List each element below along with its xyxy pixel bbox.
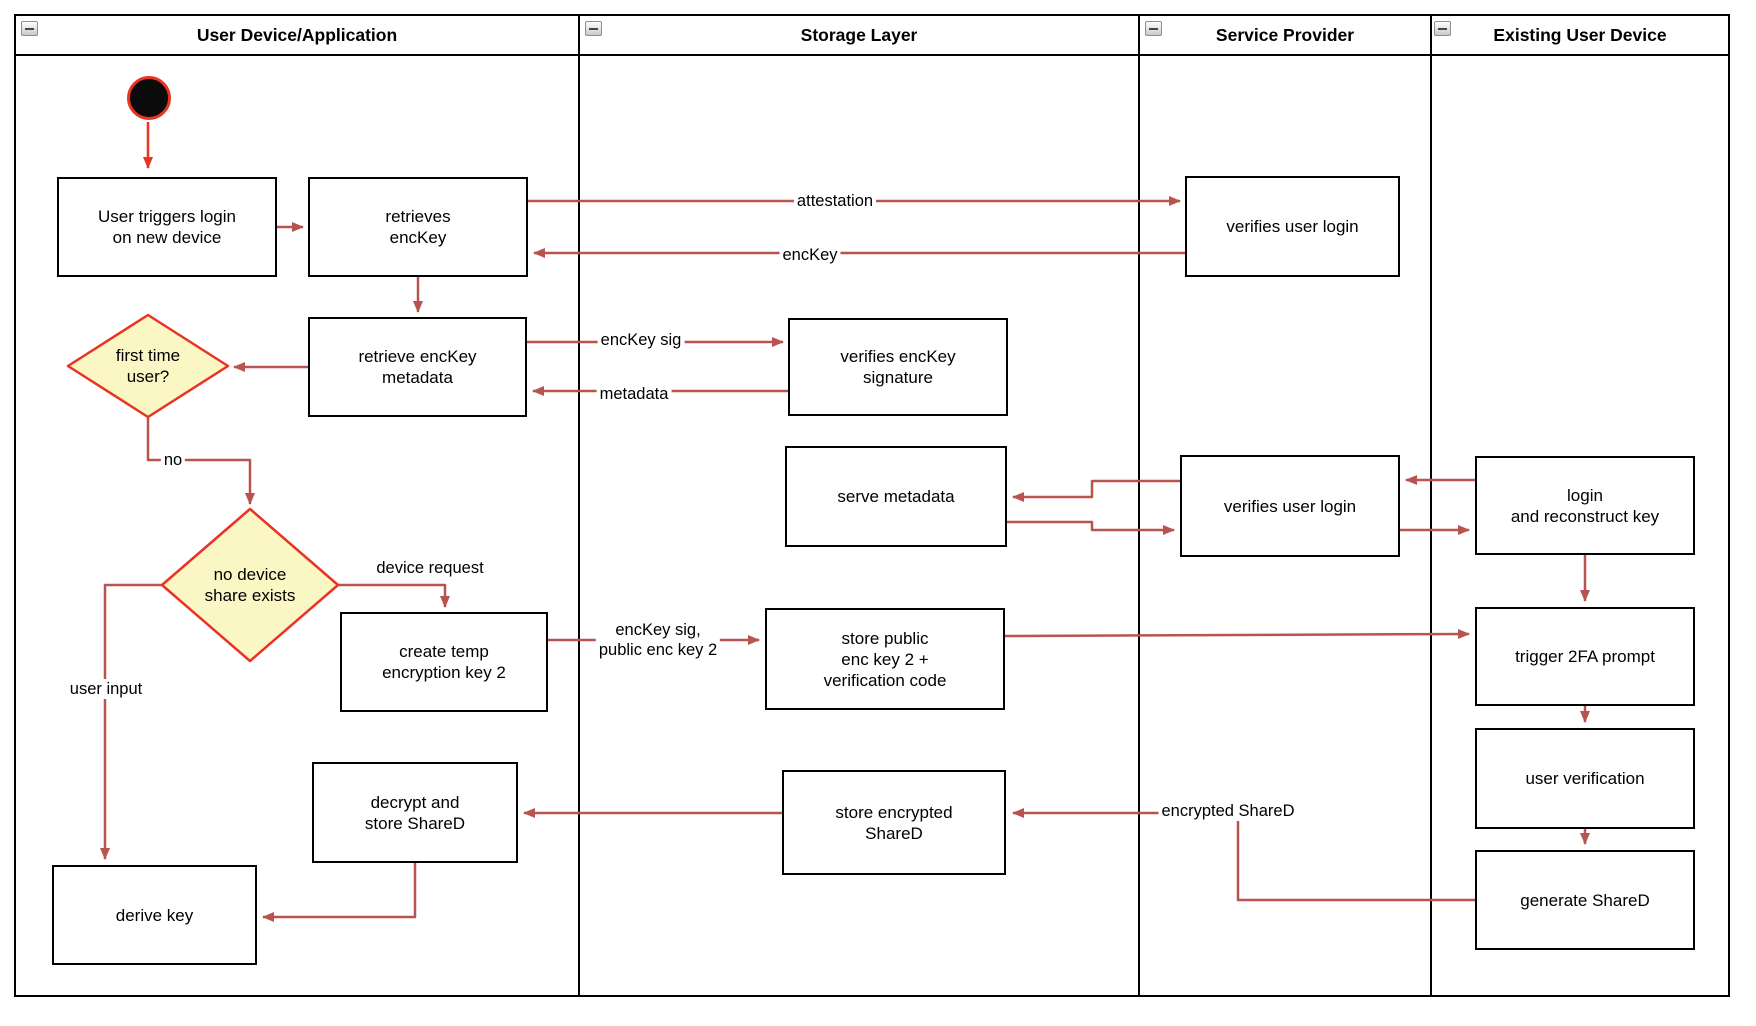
edge-label-no[interactable]: no (160, 450, 186, 470)
edge-label-user-input[interactable]: user input (66, 679, 146, 699)
activity-retrieve-enckey-metadata[interactable]: retrieve encKey metadata (308, 317, 527, 417)
activity-serve-metadata[interactable]: serve metadata (785, 446, 1007, 547)
edge-device-request[interactable] (338, 583, 450, 608)
lane-user-device-application: User Device/Application (16, 16, 580, 995)
activity-retrieves-enckey[interactable]: retrieves encKey (308, 177, 528, 277)
swimlane-pool: User Device/Application Storage Layer Se… (14, 14, 1730, 997)
lane-title: User Device/Application (196, 24, 398, 45)
minus-icon (589, 28, 598, 30)
activity-verifies-enckey-signature[interactable]: verifies encKey signature (788, 318, 1008, 416)
minus-icon (1149, 28, 1158, 30)
edge-store-public-to-trigger-2fa[interactable] (1004, 629, 1470, 640)
lane-header-existing-user-device: Existing User Device (1432, 16, 1728, 56)
activity-login-and-reconstruct-key[interactable]: login and reconstruct key (1475, 456, 1695, 555)
lane-title: Storage Layer (800, 24, 918, 45)
lane-header-user-device-application: User Device/Application (16, 16, 578, 56)
activity-derive-key[interactable]: derive key (52, 865, 257, 965)
edge-encrypted-shared[interactable] (1012, 808, 1475, 902)
decision-no-device-share-shape[interactable] (160, 507, 340, 663)
decision-first-time-user-shape[interactable] (66, 313, 230, 419)
lane-title: Service Provider (1215, 24, 1355, 45)
edge-user-input[interactable] (100, 583, 162, 860)
lane-title: Existing User Device (1493, 24, 1667, 45)
decision-first-time-user-label[interactable]: first time user? (115, 346, 181, 386)
activity-trigger-2fa-prompt[interactable]: trigger 2FA prompt (1475, 607, 1695, 706)
activity-decrypt-and-store-shared[interactable]: decrypt and store ShareD (312, 762, 518, 863)
edge-label-encrypted-shared[interactable]: encrypted ShareD (1158, 801, 1298, 821)
decision-no-device-share-label[interactable]: no device share exists (204, 565, 296, 605)
lane-header-storage-layer: Storage Layer (580, 16, 1138, 56)
lane-service-provider: Service Provider (1140, 16, 1432, 995)
edge-label-enckey-sig[interactable]: encKey sig (597, 330, 685, 350)
collapse-lane-icon[interactable] (1434, 21, 1451, 36)
activity-generate-shared[interactable]: generate ShareD (1475, 850, 1695, 950)
edge-no-branch[interactable] (146, 417, 255, 505)
minus-icon (1438, 28, 1447, 30)
collapse-lane-icon[interactable] (585, 21, 602, 36)
edge-serve-metadata-to-verifies-login[interactable] (1007, 520, 1175, 535)
edge-decrypt-to-derive-key[interactable] (262, 863, 417, 922)
edge-label-enckey[interactable]: encKey (779, 245, 841, 265)
activity-create-temp-encryption-key-2[interactable]: create temp encryption key 2 (340, 612, 548, 712)
lane-storage-layer: Storage Layer (580, 16, 1140, 995)
edge-label-device-request[interactable]: device request (376, 559, 484, 577)
activity-verifies-user-login-2[interactable]: verifies user login (1180, 455, 1400, 557)
edge-label-enckey-sig-public-enc-key-2[interactable]: encKey sig, public enc key 2 (595, 620, 721, 660)
edge-label-attestation[interactable]: attestation (793, 191, 877, 211)
edge-label-metadata[interactable]: metadata (596, 384, 672, 404)
activity-verifies-user-login-1[interactable]: verifies user login (1185, 176, 1400, 277)
start-node[interactable] (127, 76, 171, 120)
activity-user-triggers-login[interactable]: User triggers login on new device (57, 177, 277, 277)
activity-user-verification[interactable]: user verification (1475, 728, 1695, 829)
lane-existing-user-device: Existing User Device (1432, 16, 1728, 995)
minus-icon (25, 28, 34, 30)
activity-store-public-enc-key-2[interactable]: store public enc key 2 + verification co… (765, 608, 1005, 710)
edge-verifies-login-to-serve-metadata[interactable] (1012, 479, 1180, 502)
activity-store-encrypted-shared[interactable]: store encrypted ShareD (782, 770, 1006, 875)
lane-header-service-provider: Service Provider (1140, 16, 1430, 56)
collapse-lane-icon[interactable] (1145, 21, 1162, 36)
collapse-lane-icon[interactable] (21, 21, 38, 36)
